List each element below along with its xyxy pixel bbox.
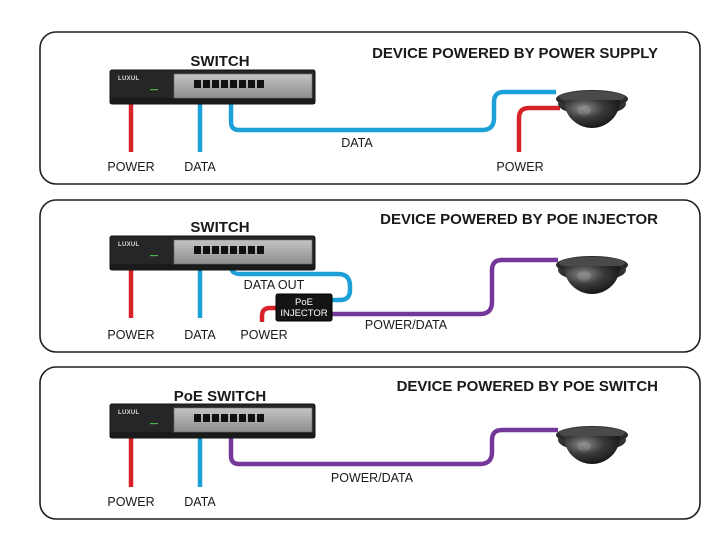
panel-2-injector-power-cable [259, 305, 280, 322]
panel-1-title: DEVICE POWERED BY POWER SUPPLY [372, 45, 658, 62]
panel-1-switch [109, 69, 316, 105]
panel-3-switch-label: PoE SWITCH [174, 388, 267, 405]
panel-1-data-link [228, 88, 556, 133]
panel-1-switch-label: SWITCH [190, 53, 249, 70]
panel-3-data-label: DATA [184, 495, 216, 509]
panel-2-data-out-cable [228, 254, 353, 303]
panel-power-supply: DEVICE POWERED BY POWER SUPPLY SWITCH LU… [39, 31, 701, 185]
panel-2-injector-line1: PoE [295, 297, 313, 308]
panel-2-switch-label: SWITCH [190, 219, 249, 236]
panel-poe-switch: DEVICE POWERED BY POE SWITCH PoE SWITCH … [39, 366, 701, 520]
panel-3-switch-brand: LUXUL [118, 410, 140, 416]
panel-2-title: DEVICE POWERED BY POE INJECTOR [380, 211, 658, 228]
panel-1-data-label: DATA [184, 160, 216, 174]
panel-2-injector-line2: INJECTOR [280, 308, 327, 319]
panel-2-power-label: POWER [107, 328, 154, 342]
panel-3-switch [109, 403, 316, 439]
panel-3-power-label: POWER [107, 495, 154, 509]
panel-3-title: DEVICE POWERED BY POE SWITCH [397, 378, 658, 395]
panel-2-poe-injector: PoE INJECTOR [275, 293, 333, 322]
panel-2-data-label: DATA [184, 328, 216, 342]
panel-2-link-label: POWER/DATA [365, 318, 448, 332]
panel-3-link-label: POWER/DATA [331, 471, 414, 485]
panel-1-link-label: DATA [341, 136, 373, 150]
panel-1-switch-brand: LUXUL [118, 76, 140, 82]
panel-3-power-data-link [228, 422, 558, 467]
panel-1-device-power-cable [516, 105, 560, 152]
panel-poe-injector: DEVICE POWERED BY POE INJECTOR SWITCH LU… [39, 199, 701, 353]
panel-2-injector-power-label: POWER [240, 328, 287, 342]
panel-1-power-label: POWER [107, 160, 154, 174]
panel-2-switch [109, 235, 316, 271]
panel-2-data-out-label: DATA OUT [244, 278, 305, 292]
panel-2-switch-brand: LUXUL [118, 242, 140, 248]
panel-1-device-power-label: POWER [496, 160, 543, 174]
panel-2-power-data-link [330, 257, 558, 317]
